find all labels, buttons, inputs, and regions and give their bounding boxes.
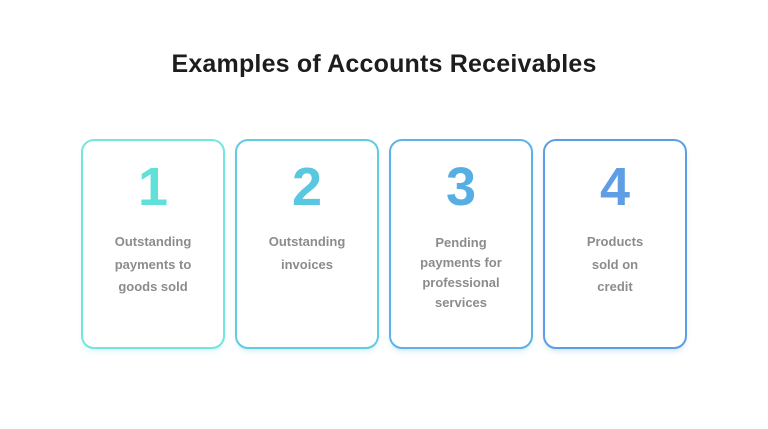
card-description-4: Products sold on credit	[586, 233, 644, 295]
card-number-3: 3	[445, 157, 477, 217]
card-description-1: Outstanding payments to goods sold	[114, 233, 192, 295]
card-outstanding-payments: 1 Outstanding payments to goods sold	[81, 139, 225, 349]
cards-row: 1 Outstanding payments to goods sold 2 O…	[0, 139, 768, 349]
page-title: Examples of Accounts Receivables	[171, 50, 597, 78]
card-products-on-credit: 4 Products sold on credit	[543, 139, 687, 349]
card-number-2: 2	[291, 157, 323, 217]
card-description-2: Outstanding invoices	[268, 233, 346, 272]
card-description-3: Pending payments for professional servic…	[420, 234, 502, 311]
card-pending-payments: 3 Pending payments for professional serv…	[389, 139, 533, 349]
infographic-page: Examples of Accounts Receivables 1 Outst…	[0, 50, 768, 429]
card-number-1: 1	[137, 157, 169, 217]
card-number-4: 4	[599, 157, 631, 217]
card-outstanding-invoices: 2 Outstanding invoices	[235, 139, 379, 349]
